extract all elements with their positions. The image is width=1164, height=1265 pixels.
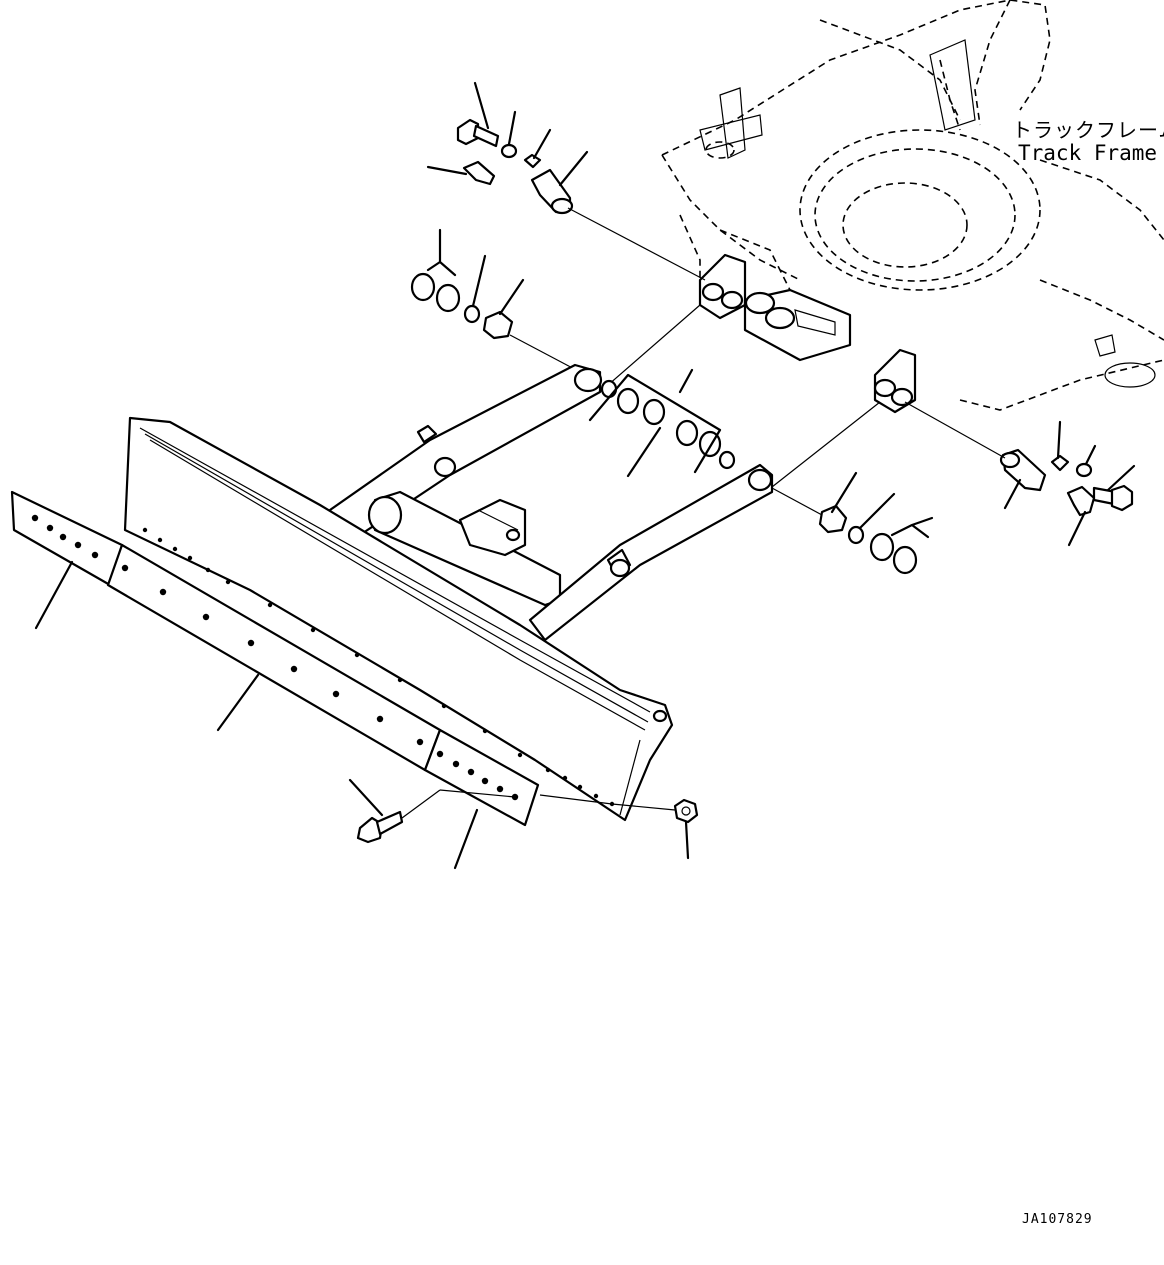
cutting-edge-right: [423, 728, 540, 870]
dozer-blade: [123, 416, 674, 822]
left-pin-group: [410, 81, 706, 373]
right-pin-group: [771, 401, 1136, 575]
edge-nut: [539, 794, 699, 860]
drawing-id: JA107829: [1022, 1212, 1093, 1227]
blade-frame: [328, 304, 881, 642]
track-frame: [661, 0, 1164, 411]
track-frame-label-en: Track Frame: [1018, 141, 1158, 165]
frame-brackets: [698, 253, 917, 414]
track-frame-label-jp: トラックフレーム: [1012, 118, 1164, 142]
cutting-edge-left: [10, 490, 124, 630]
edge-bolt: [348, 778, 516, 844]
